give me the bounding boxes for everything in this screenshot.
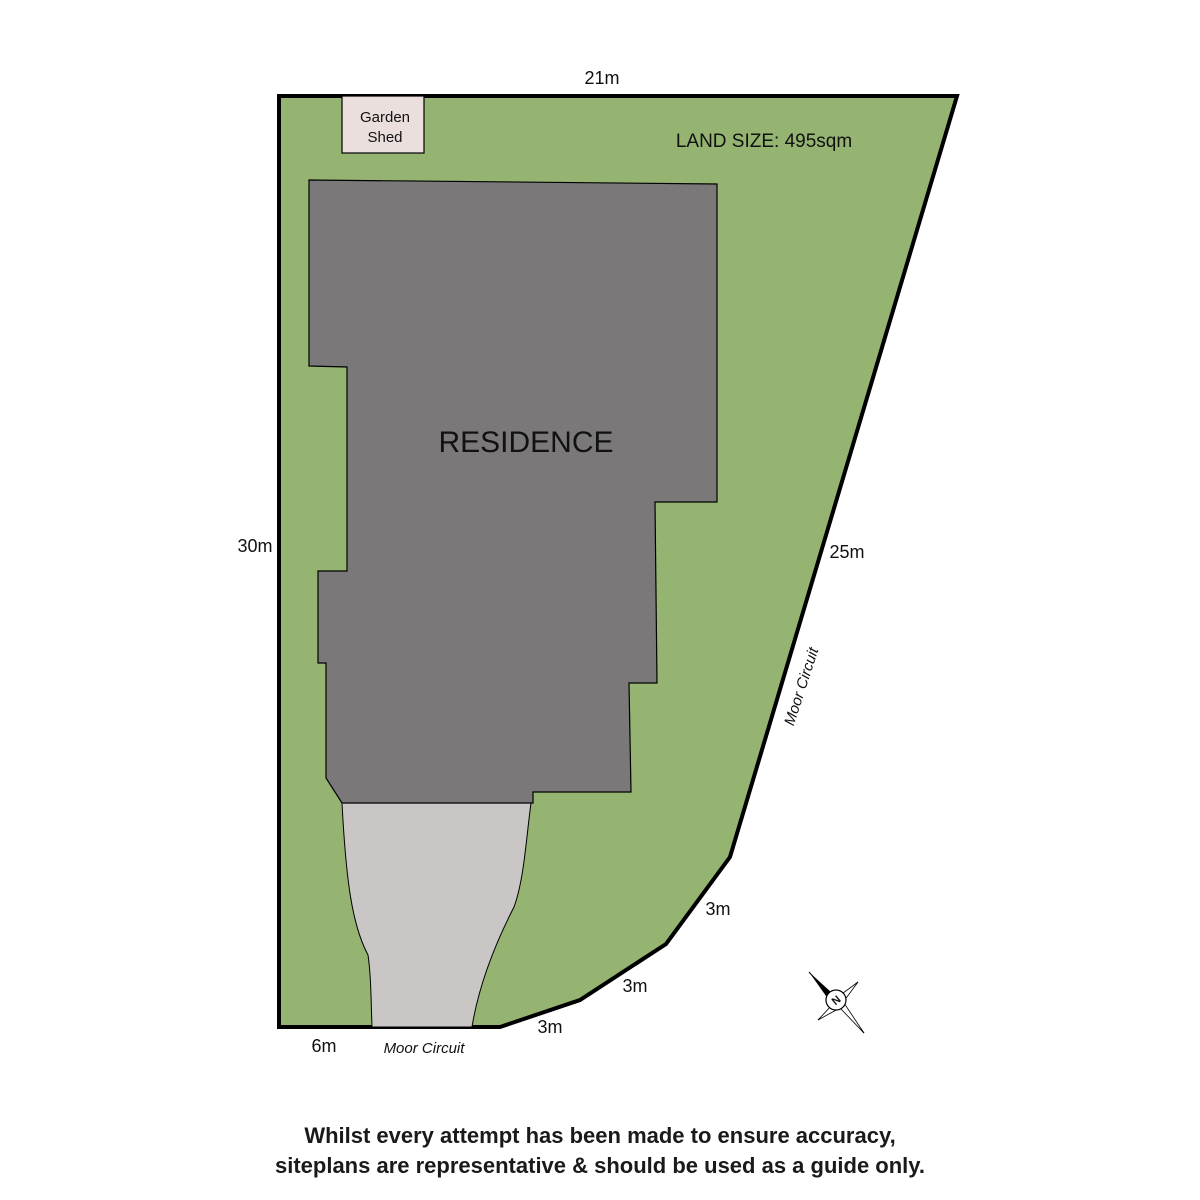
dimension-bottom: 6m (311, 1036, 336, 1056)
land-size-label: LAND SIZE: 495sqm (676, 131, 852, 152)
dimension-chamfer-lower: 3m (537, 1017, 562, 1037)
north-arrow-icon: N (808, 971, 865, 1034)
street-label-bottom: Moor Circuit (384, 1040, 466, 1057)
dimension-left: 30m (237, 536, 272, 556)
dimension-chamfer-upper: 3m (705, 899, 730, 919)
disclaimer-line-2: siteplans are representative & should be… (274, 1153, 926, 1178)
driveway (341, 802, 532, 1028)
garden-shed-label-line2: Shed (367, 129, 402, 146)
residence-footprint (308, 179, 718, 804)
dimension-top: 21m (584, 68, 619, 88)
garden-shed (341, 95, 425, 154)
garden-shed-label-line1: Garden (360, 109, 410, 126)
dimension-chamfer-middle: 3m (622, 976, 647, 996)
dimension-right: 25m (829, 542, 864, 562)
disclaimer-line-1: Whilst every attempt has been made to en… (304, 1123, 896, 1148)
residence-label: RESIDENCE (438, 426, 613, 459)
